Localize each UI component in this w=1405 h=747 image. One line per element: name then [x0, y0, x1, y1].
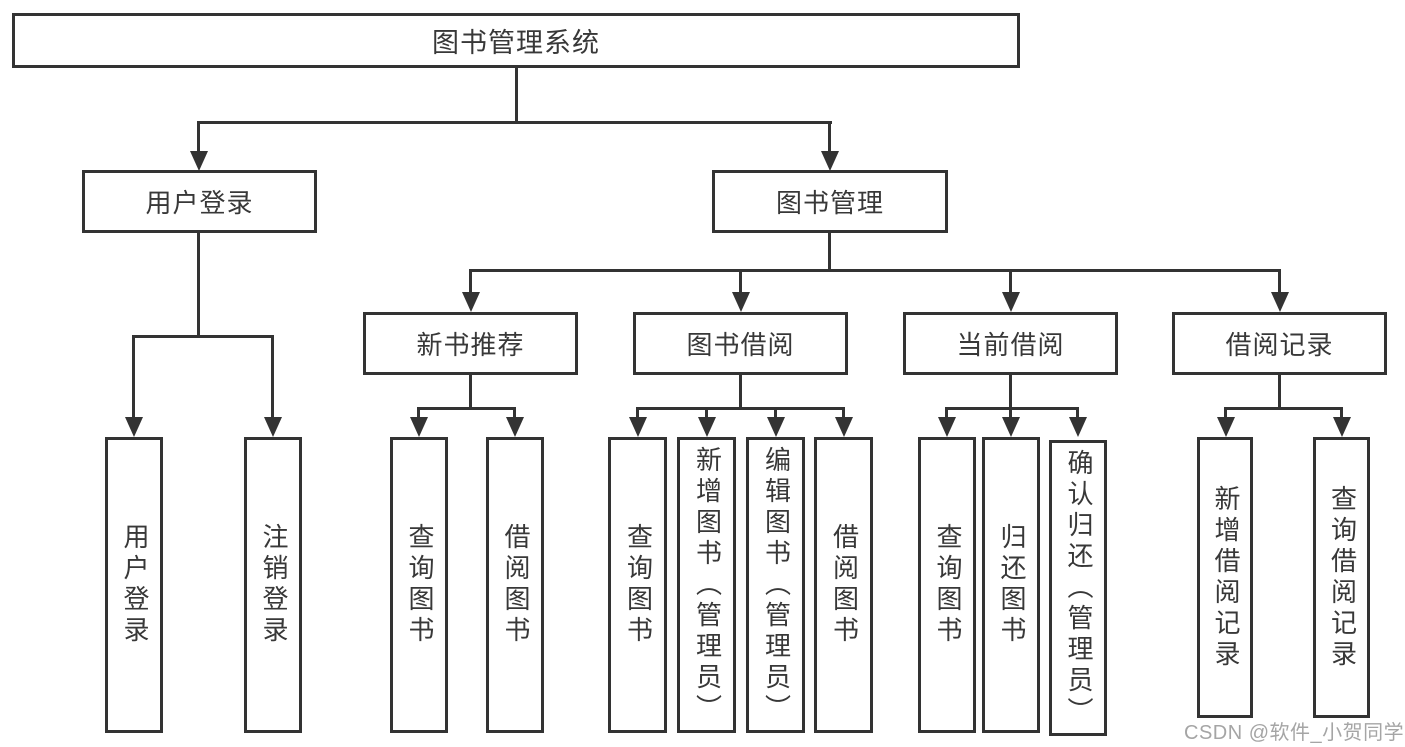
leaf-add-book-admin: 新增图书（管理员） [677, 437, 736, 733]
connector-book-management-bus [469, 269, 1281, 272]
leaf-query-books: 查询图书 [390, 437, 448, 733]
connector-leaf-drop [417, 407, 420, 419]
connector-leaf-drop [1340, 407, 1343, 419]
connector-level3-drop [1009, 269, 1012, 295]
connector-borrow-records-stem [1278, 374, 1281, 410]
arrow-down-icon [190, 151, 208, 171]
arrow-down-icon [410, 417, 428, 437]
connector-user-login-bus [133, 335, 274, 338]
leaf-logout: 注销登录 [244, 437, 302, 733]
arrow-down-icon [462, 292, 480, 312]
arrow-down-icon [1333, 417, 1351, 437]
connector-borrow-records-bus [1224, 407, 1342, 410]
leaf-query-borrow-record: 查询借阅记录 [1313, 437, 1370, 718]
csdn-watermark: CSDN @软件_小贺同学 [1184, 722, 1405, 744]
connector-leaf-drop [1076, 407, 1079, 419]
leaf-label: 确认归还（管理员） [1063, 448, 1094, 728]
node-new-book-recommend-label: 新书推荐 [416, 330, 525, 360]
leaf-borrow-books: 借阅图书 [486, 437, 544, 733]
connector-leaf-drop [705, 407, 708, 419]
arrow-down-icon [1002, 417, 1020, 437]
leaf-label: 用户登录 [119, 523, 150, 647]
leaf-borrow-books: 借阅图书 [814, 437, 873, 733]
connector-leaf-drop [636, 407, 639, 419]
connector-book-management-drop [828, 121, 831, 153]
connector-leaf-drop [513, 407, 516, 419]
arrow-down-icon [125, 417, 143, 437]
connector-leaf-drop [842, 407, 845, 419]
leaf-label: 查询图书 [623, 523, 654, 647]
arrow-down-icon [698, 417, 716, 437]
leaf-label: 归还图书 [996, 523, 1027, 647]
node-root: 图书管理系统 [12, 13, 1020, 68]
node-current-borrow: 当前借阅 [903, 312, 1118, 375]
node-book-borrow: 图书借阅 [633, 312, 848, 375]
leaf-query-books: 查询图书 [918, 437, 976, 733]
leaf-label: 查询借阅记录 [1327, 484, 1358, 671]
arrow-down-icon [629, 417, 647, 437]
leaf-label: 借阅图书 [829, 523, 860, 647]
arrow-down-icon [732, 292, 750, 312]
arrow-down-icon [506, 417, 524, 437]
connector-leaf-drop [132, 335, 135, 419]
connector-leaf-drop [271, 335, 274, 419]
leaf-label: 编辑图书（管理员） [761, 445, 792, 725]
arrow-down-icon [1069, 417, 1087, 437]
node-book-management: 图书管理 [712, 170, 948, 233]
node-root-label: 图书管理系统 [432, 28, 600, 58]
connector-new-book-stem [469, 374, 472, 410]
connector-user-login-stem [197, 232, 200, 338]
connector-book-borrow-stem [739, 374, 742, 410]
arrow-down-icon [1002, 292, 1020, 312]
arrow-down-icon [767, 417, 785, 437]
arrow-down-icon [821, 151, 839, 171]
connector-leaf-drop [774, 407, 777, 419]
connector-level3-drop [469, 269, 472, 295]
leaf-add-borrow-record: 新增借阅记录 [1197, 437, 1253, 718]
connector-new-book-bus [417, 407, 516, 410]
leaf-label: 查询图书 [404, 523, 435, 647]
leaf-label: 新增图书（管理员） [692, 445, 723, 725]
node-book-borrow-label: 图书借阅 [686, 330, 795, 360]
node-user-login: 用户登录 [82, 170, 317, 233]
leaf-label: 新增借阅记录 [1210, 484, 1241, 671]
leaf-confirm-return-admin: 确认归还（管理员） [1049, 440, 1107, 736]
connector-root-bus [197, 121, 832, 124]
arrow-down-icon [835, 417, 853, 437]
connector-leaf-drop [1009, 407, 1012, 419]
leaf-return-books: 归还图书 [982, 437, 1040, 733]
arrow-down-icon [1217, 417, 1235, 437]
leaf-label: 查询图书 [932, 523, 963, 647]
connector-leaf-drop [1224, 407, 1227, 419]
leaf-label: 注销登录 [258, 523, 289, 647]
node-user-login-label: 用户登录 [145, 188, 254, 218]
arrow-down-icon [264, 417, 282, 437]
leaf-edit-book-admin: 编辑图书（管理员） [746, 437, 805, 733]
connector-user-login-drop [197, 121, 200, 153]
connector-book-management-stem [828, 232, 831, 272]
connector-level3-drop [1278, 269, 1281, 295]
arrow-down-icon [938, 417, 956, 437]
connector-current-borrow-bus [945, 407, 1079, 410]
connector-current-borrow-stem [1009, 374, 1012, 410]
connector-root-stem [515, 68, 518, 124]
node-current-borrow-label: 当前借阅 [956, 330, 1065, 360]
connector-book-borrow-bus [636, 407, 844, 410]
connector-leaf-drop [945, 407, 948, 419]
node-borrow-records: 借阅记录 [1172, 312, 1387, 375]
arrow-down-icon [1271, 292, 1289, 312]
node-borrow-records-label: 借阅记录 [1225, 330, 1334, 360]
leaf-query-books: 查询图书 [608, 437, 667, 733]
leaf-user-login: 用户登录 [105, 437, 163, 733]
leaf-label: 借阅图书 [500, 523, 531, 647]
node-new-book-recommend: 新书推荐 [363, 312, 578, 375]
connector-level3-drop [739, 269, 742, 295]
node-book-management-label: 图书管理 [775, 188, 884, 218]
